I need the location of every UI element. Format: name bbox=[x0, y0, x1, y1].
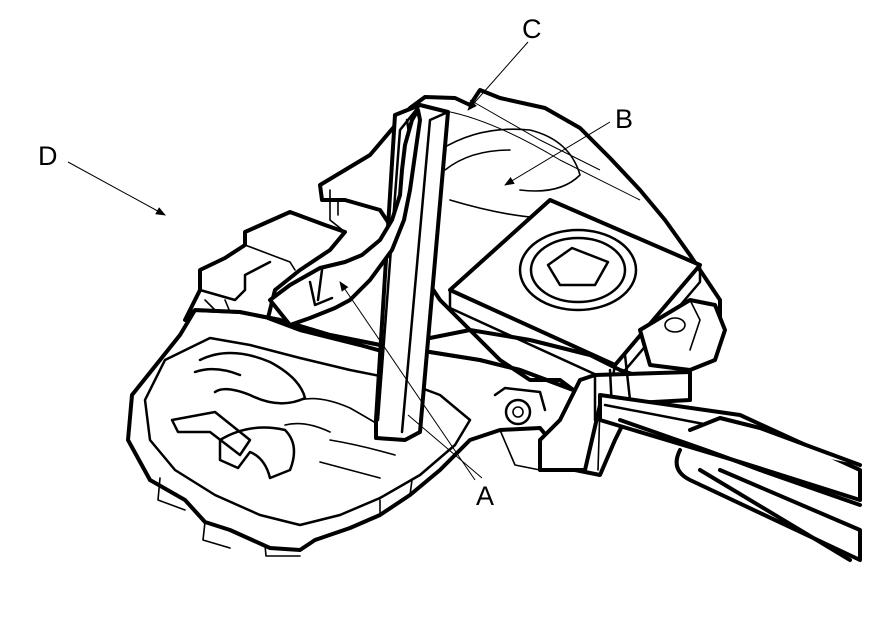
leader-b bbox=[504, 121, 611, 186]
leader-a-2 bbox=[407, 414, 483, 479]
connector-plate bbox=[448, 198, 702, 384]
callout-labels: C B D A bbox=[38, 14, 633, 511]
cable-harness bbox=[598, 393, 862, 562]
leader-c bbox=[467, 41, 529, 111]
retaining-clip bbox=[374, 103, 450, 442]
leader-lines bbox=[67, 41, 611, 481]
callout-b: B bbox=[615, 104, 633, 134]
screw-boss bbox=[493, 386, 547, 426]
callout-a: A bbox=[476, 481, 494, 511]
terminal-block bbox=[538, 353, 692, 472]
leader-a-1 bbox=[339, 281, 476, 481]
callout-d: D bbox=[38, 141, 58, 171]
callout-c: C bbox=[522, 14, 542, 44]
leader-d bbox=[67, 161, 166, 216]
mounting-ear bbox=[638, 298, 727, 372]
tray-ribs bbox=[170, 351, 401, 480]
